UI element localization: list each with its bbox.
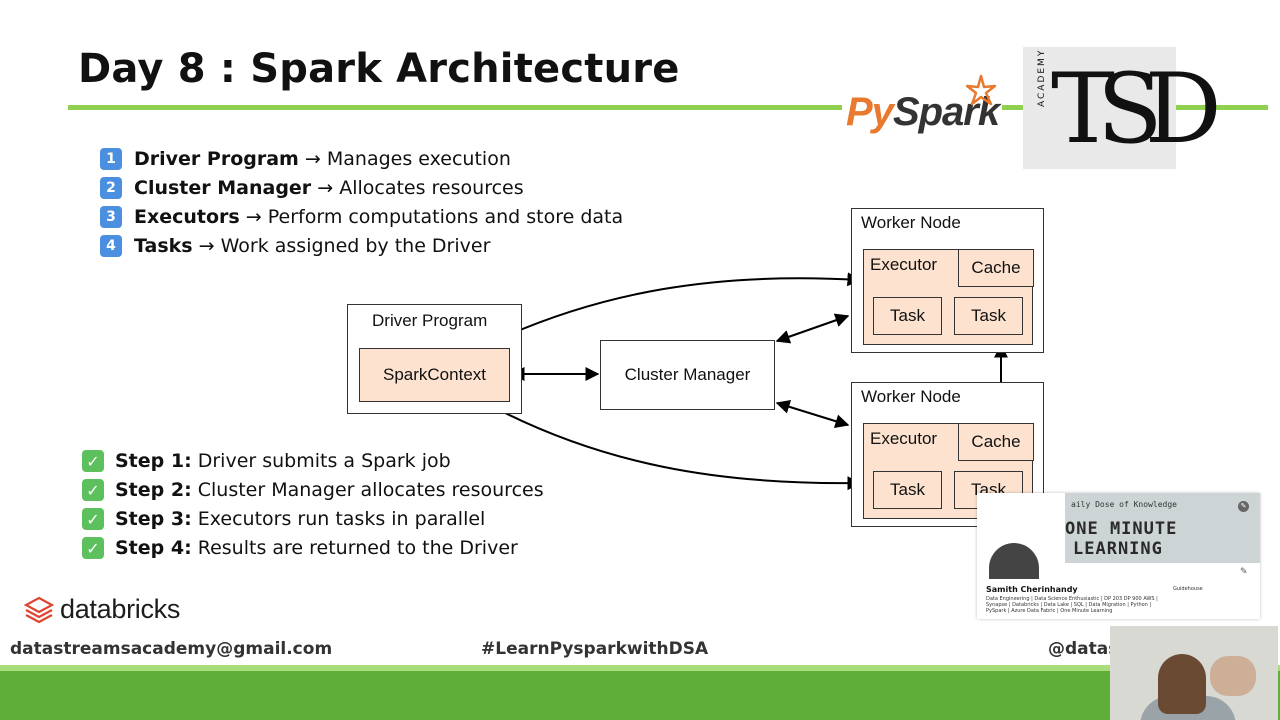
task-box: Task (873, 471, 942, 509)
databricks-logo: databricks (24, 594, 180, 625)
step-item: ✓ Step 4: Results are returned to the Dr… (82, 537, 518, 559)
component-item: 2 Cluster Manager → Allocates resources (100, 177, 524, 199)
component-item: 4 Tasks → Work assigned by the Driver (100, 235, 490, 257)
step-item: ✓ Step 2: Cluster Manager allocates reso… (82, 479, 544, 501)
worker-node-label: Worker Node (861, 387, 961, 406)
footer-hashtag: #LearnPysparkwithDSA (481, 639, 709, 659)
banner-tagline: aily Dose of Knowledge (1071, 500, 1177, 509)
number-4-icon: 4 (100, 235, 122, 257)
title-divider (68, 105, 1268, 110)
cache-box: Cache (958, 423, 1034, 461)
task-box: Task (954, 297, 1023, 335)
step-item: ✓ Step 1: Driver submits a Spark job (82, 450, 451, 472)
profile-company: Guidehouse (1173, 586, 1203, 592)
avatar (989, 543, 1039, 579)
footer-handle: @datas (1048, 639, 1119, 659)
task-box: Task (873, 297, 942, 335)
check-mark-icon: ✓ (82, 450, 104, 472)
pyspark-logo: PySpark (842, 72, 1002, 142)
component-item: 1 Driver Program → Manages execution (100, 148, 511, 170)
number-1-icon: 1 (100, 148, 122, 170)
check-mark-icon: ✓ (82, 479, 104, 501)
check-mark-icon: ✓ (82, 508, 104, 530)
cache-box: Cache (958, 249, 1034, 287)
executor-label: Executor (870, 255, 938, 274)
driver-program-label: Driver Program (372, 311, 488, 330)
webcam-overlay (1110, 626, 1278, 720)
footer-email: datastreamsacademy@gmail.com (10, 639, 333, 659)
cluster-manager-box: Cluster Manager (600, 340, 775, 410)
edit-icon[interactable]: ✎ (1238, 501, 1249, 512)
academy-logo: TSD ACADEMY (1023, 47, 1222, 169)
profile-card[interactable]: aily Dose of Knowledge ONE MINUTE LEARNI… (977, 493, 1260, 619)
check-mark-icon: ✓ (82, 537, 104, 559)
footer-bar (0, 665, 1280, 720)
profile-name: Samith Cherinhandy (986, 585, 1078, 594)
component-item: 3 Executors → Perform computations and s… (100, 206, 623, 228)
pencil-icon[interactable]: ✎ (1240, 567, 1248, 577)
executor-box: Executor Cache Task Task (863, 249, 1034, 345)
driver-program-box: Driver Program SparkContext (347, 304, 522, 414)
databricks-wordmark: databricks (60, 594, 181, 624)
profile-banner: aily Dose of Knowledge ONE MINUTE LEARNI… (1065, 493, 1260, 563)
worker-node-label: Worker Node (861, 213, 961, 232)
slide-title: Day 8 : Spark Architecture (78, 46, 680, 92)
worker-node-box: Worker Node Executor Cache Task Task (851, 208, 1044, 353)
banner-title: ONE MINUTE LEARNING (1065, 519, 1178, 559)
spark-star-icon (965, 74, 997, 106)
databricks-stack-icon (24, 596, 54, 623)
step-item: ✓ Step 3: Executors run tasks in paralle… (82, 508, 485, 530)
cluster-manager-label: Cluster Manager (624, 365, 751, 384)
profile-bio: Data Engineering | Data Science Enthusia… (986, 596, 1158, 614)
presenter (1158, 654, 1206, 714)
spark-context-box: SparkContext (359, 348, 510, 402)
number-2-icon: 2 (100, 177, 122, 199)
number-3-icon: 3 (100, 206, 122, 228)
spark-architecture-diagram: Driver Program SparkContext Cluster Mana… (340, 200, 1060, 540)
executor-label: Executor (870, 429, 938, 448)
